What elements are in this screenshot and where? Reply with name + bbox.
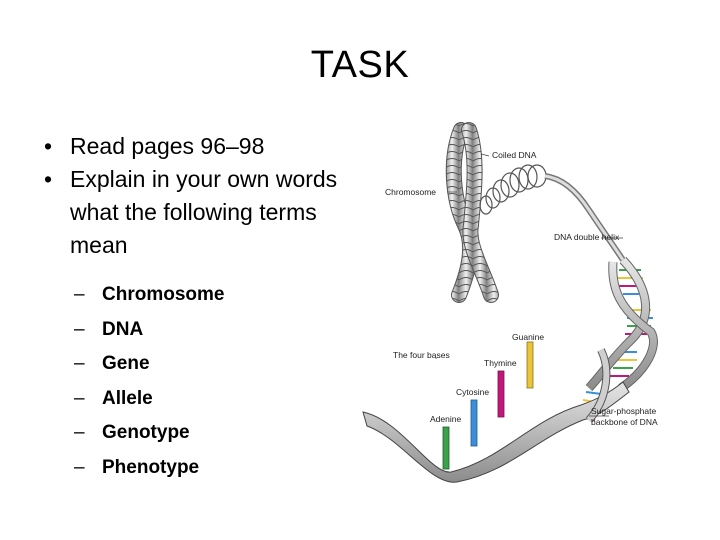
label-four-bases: The four bases xyxy=(393,350,450,360)
bullet-item: • Read pages 96–98 xyxy=(44,130,344,163)
backbone-ribbon xyxy=(362,348,630,483)
term-dna: DNA xyxy=(102,318,144,340)
label-leaders xyxy=(435,153,623,417)
term-item: –DNA xyxy=(74,313,224,348)
dash-icon: – xyxy=(74,422,85,444)
bullet-item: • Explain in your own words what the fol… xyxy=(44,163,344,262)
double-helix-shape xyxy=(585,256,658,392)
dash-icon: – xyxy=(74,456,85,478)
bullet-list: • Read pages 96–98 • Explain in your own… xyxy=(44,130,344,262)
term-gene: Gene xyxy=(102,353,150,375)
label-coiled-dna: Coiled DNA xyxy=(492,150,537,160)
cytosine-stick xyxy=(470,399,478,447)
term-chromosome: Chromosome xyxy=(102,284,225,305)
bullet-dot-icon: • xyxy=(44,166,53,192)
slide-title: TASK xyxy=(310,44,410,86)
base-sticks xyxy=(442,341,534,470)
label-chromosome: Chromosome xyxy=(385,187,436,197)
guanine-stick xyxy=(526,341,534,389)
label-thymine: Thymine xyxy=(484,358,517,368)
label-backbone-line1: Sugar-phosphate xyxy=(591,406,656,416)
term-item: –Genotype xyxy=(74,416,224,451)
thymine-stick xyxy=(497,370,505,418)
term-genotype: Genotype xyxy=(102,422,190,444)
dash-icon: – xyxy=(74,284,85,305)
label-guanine: Guanine xyxy=(512,332,544,342)
chromosome-shape xyxy=(445,122,499,303)
term-item: –Gene xyxy=(74,347,224,382)
label-backbone-line2: backbone of DNA xyxy=(591,417,658,427)
dna-illustration: Coiled DNA Chromosome DNA double helix T… xyxy=(362,122,658,483)
bullet-text: Read pages 96–98 xyxy=(70,133,265,159)
term-item: –Allele xyxy=(74,382,224,417)
adenine-stick xyxy=(442,426,450,470)
term-item: –Phenotype xyxy=(74,451,224,486)
dash-icon: – xyxy=(74,318,85,340)
label-cytosine: Cytosine xyxy=(456,387,489,397)
dash-icon: – xyxy=(74,387,85,409)
coiled-dna-shape xyxy=(479,164,626,262)
term-item: –Chromosome xyxy=(74,278,224,313)
bullet-dot-icon: • xyxy=(44,133,53,159)
bullet-text: Explain in your own words what the follo… xyxy=(70,166,338,258)
term-allele: Allele xyxy=(102,387,153,409)
dna-figure: Coiled DNA Chromosome DNA double helix T… xyxy=(361,120,677,484)
label-adenine: Adenine xyxy=(430,414,461,424)
terms-list: –Chromosome –DNA –Gene –Allele –Genotype… xyxy=(74,278,224,486)
dash-icon: – xyxy=(74,353,85,375)
label-double-helix: DNA double helix xyxy=(554,232,620,242)
term-phenotype: Phenotype xyxy=(102,456,200,478)
